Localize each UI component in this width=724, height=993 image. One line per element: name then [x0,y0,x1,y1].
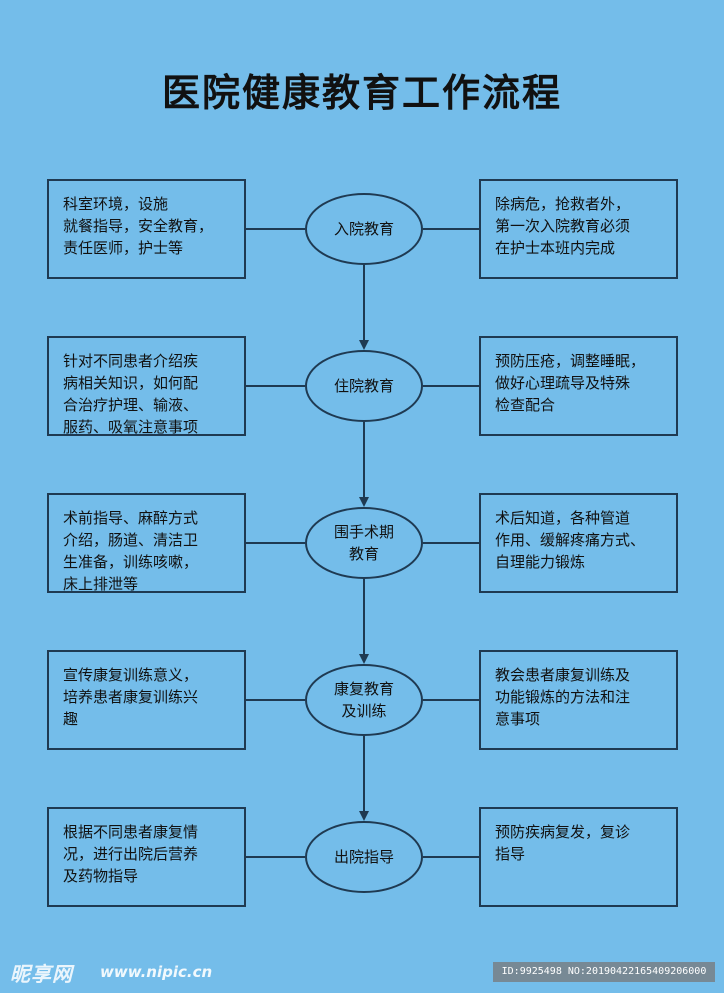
stage-5-right-box: 预防疾病复发，复诊 指导 [479,807,678,907]
watermark-logo: 昵享网 [10,962,73,986]
stage-3-left-box: 术前指导、麻醉方式 介绍，肠道、清洁卫 生准备，训练咳嗽， 床上排泄等 [47,493,246,593]
stage-1-left-box: 科室环境，设施 就餐指导，安全教育， 责任医师，护士等 [47,179,246,279]
stage-2-node: 住院教育 [305,350,423,422]
stage-3-node: 围手术期 教育 [305,507,423,579]
stage-1-right-box: 除病危，抢救者外， 第一次入院教育必须 在护士本班内完成 [479,179,678,279]
stage-2-left-box: 针对不同患者介绍疾 病相关知识，如何配 合治疗护理、输液、 服药、吸氧注意事项 [47,336,246,436]
page-title: 医院健康教育工作流程 [161,71,562,115]
image-id-badge: ID:9925498 NO:20190422165409206000 [493,962,715,982]
watermark-site: www.nipic.cn [100,963,213,981]
stage-1-node: 入院教育 [305,193,423,265]
stage-3-right-box: 术后知道，各种管道 作用、缓解疼痛方式、 自理能力锻炼 [479,493,678,593]
stage-5-left-box: 根据不同患者康复情 况，进行出院后营养 及药物指导 [47,807,246,907]
stage-2-right-box: 预防压疮，调整睡眠， 做好心理疏导及特殊 检查配合 [479,336,678,436]
stage-4-right-box: 教会患者康复训练及 功能锻炼的方法和注 意事项 [479,650,678,750]
stage-4-node: 康复教育 及训练 [305,664,423,736]
stage-4-left-box: 宣传康复训练意义， 培养患者康复训练兴 趣 [47,650,246,750]
stage-5-node: 出院指导 [305,821,423,893]
